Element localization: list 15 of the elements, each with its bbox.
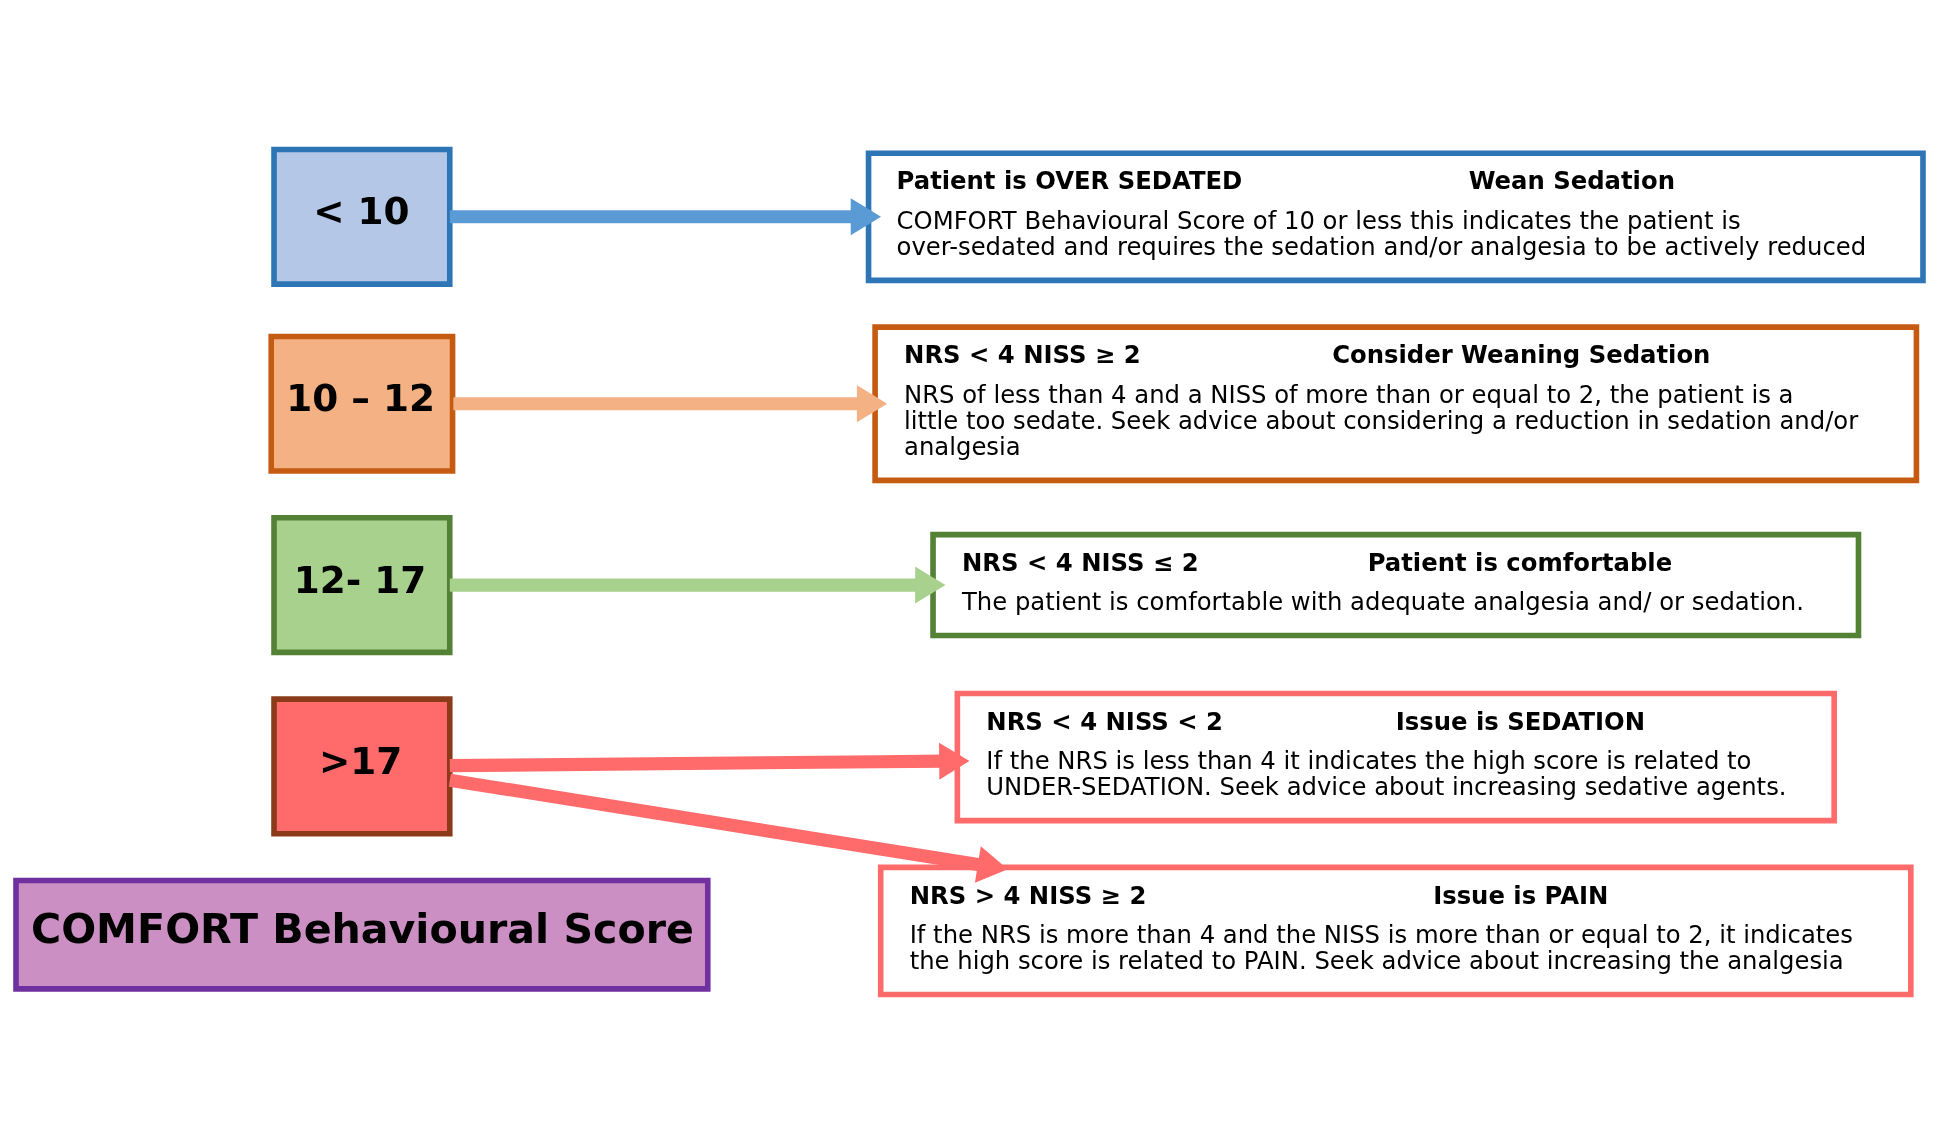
node-box: COMFORT Behavioural Score: [13, 877, 711, 992]
node-box: 10 – 12: [268, 333, 456, 474]
arrow: [449, 566, 946, 604]
arrow: [449, 197, 882, 235]
arrow: [449, 742, 970, 780]
node-box: NRS < 4 NISS ≥ 2 Consider Weaning Sedation NRS of less than 4 and a NISS of more than or equal to 2, the patient is a little too sedate. Seek advice about considering a reduction in sedation and/or analgesia: [872, 323, 1920, 483]
arrow: [448, 773, 1008, 883]
arrow: [453, 384, 888, 422]
node-box: 12- 17: [271, 514, 453, 655]
node-box: < 10: [271, 146, 453, 287]
node-box: NRS < 4 NISS < 2 Issue is SEDATION If the NRS is less than 4 it indicates the high score is related to UNDER-SEDATION. Seek advice about increasing sedative agents.: [954, 690, 1837, 823]
node-box: NRS < 4 NISS ≤ 2 Patient is comfortable The patient is comfortable with adequate analgesia and/ or sedation.: [930, 531, 1862, 638]
node-box: >17: [271, 695, 453, 837]
node-box: Patient is OVER SEDATED Wean Sedation COMFORT Behavioural Score of 10 or less this indicates the patient is over-sedated and requires the sedation and/or analgesia to be actively reduced: [865, 149, 1926, 283]
node-box: NRS > 4 NISS ≥ 2 Issue is PAIN If the NRS is more than 4 and the NISS is more than or equal to 2, it indicates the high score is related to PAIN. Seek advice about increasing the analgesia: [877, 864, 1914, 997]
